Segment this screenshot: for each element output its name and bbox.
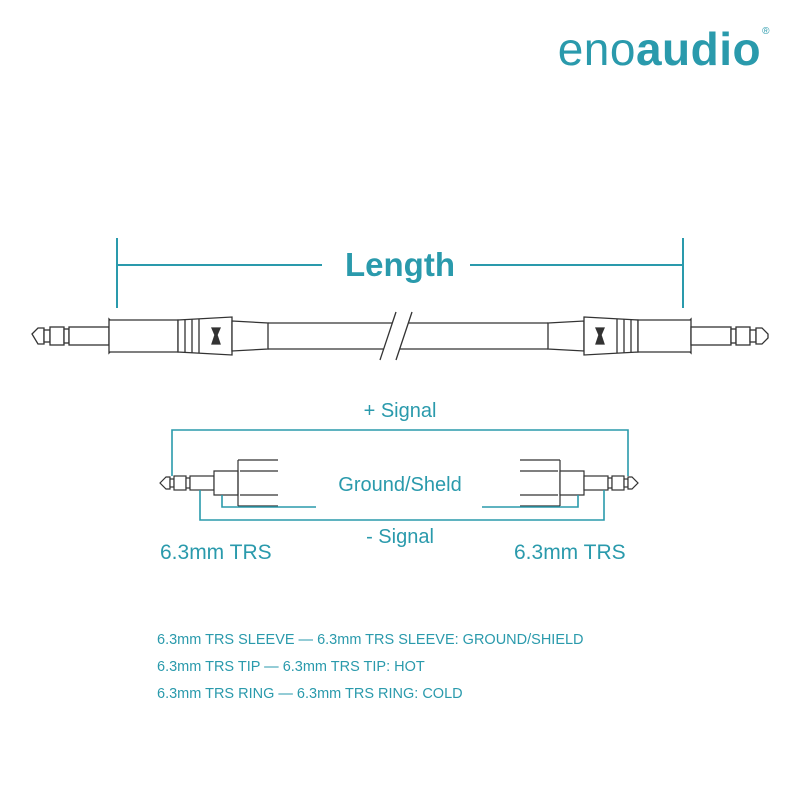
note-ring: 6.3mm TRS RING — 6.3mm TRS RING: COLD (157, 686, 463, 702)
right-plug-large (547, 316, 769, 356)
small-left-collar (213, 470, 239, 496)
small-right-sleeve (583, 475, 609, 491)
brand-logo: enoaudio® (558, 22, 770, 76)
right-plug-tip (755, 327, 769, 345)
right-plug-small (520, 459, 639, 507)
small-left-ring (173, 475, 187, 491)
right-plug-body (637, 317, 692, 355)
length-dimension (116, 238, 684, 308)
right-plug-strain-relief (547, 320, 585, 352)
full-cable (31, 311, 769, 361)
wiring-schematic (159, 429, 639, 521)
left-plug-small (159, 459, 278, 507)
right-plug-sleeve (690, 326, 732, 346)
brand-prefix: eno (557, 23, 636, 75)
signal-plus-label: + Signal (363, 400, 437, 422)
left-plug-ring-insulator (63, 328, 70, 344)
cable-body (268, 311, 548, 361)
wires (171, 429, 629, 521)
note-sleeve: 6.3mm TRS SLEEVE — 6.3mm TRS SLEEVE: GRO… (157, 632, 584, 648)
right-plug-ring-insulator (730, 328, 737, 344)
cable-left-segment (268, 322, 392, 350)
cable-right-segment (400, 322, 548, 350)
wiring-notes: 6.3mm TRS SLEEVE — 6.3mm TRS SLEEVE: GRO… (157, 627, 584, 708)
left-plug-large (31, 316, 269, 356)
small-right-ring (611, 475, 625, 491)
right-connector-label: 6.3mm TRS (514, 541, 626, 564)
wire-signal-minus (199, 490, 605, 521)
small-left-body (237, 459, 278, 507)
left-plug-sleeve (68, 326, 110, 346)
note-tip: 6.3mm TRS TIP — 6.3mm TRS TIP: HOT (157, 659, 425, 675)
left-plug-ring (49, 326, 65, 346)
wire-ground-right (482, 495, 579, 508)
small-left-ring-insulator (185, 477, 191, 489)
small-right-collar (559, 470, 585, 496)
left-plug-tip-insulator (43, 329, 51, 343)
cable-break-line-1 (379, 311, 397, 361)
right-grip-notch (595, 327, 605, 345)
left-plug-tip (31, 327, 45, 345)
small-left-tip (159, 476, 171, 490)
cable-break-line-2 (395, 311, 413, 361)
signal-minus-label: - Signal (366, 526, 434, 548)
registered-mark: ® (762, 26, 770, 37)
left-plug-body (108, 317, 179, 355)
small-right-tip (627, 476, 639, 490)
brand-name: audio (635, 23, 762, 75)
left-grip-notch (211, 327, 221, 345)
right-plug-grip (583, 316, 639, 356)
wire-signal-plus (171, 429, 629, 476)
small-left-sleeve (189, 475, 215, 491)
wire-ground-left (221, 495, 316, 508)
right-plug-ring (735, 326, 751, 346)
left-plug-strain-relief (231, 320, 269, 352)
small-left-tip-insulator (169, 478, 175, 488)
small-right-body (520, 459, 561, 507)
ground-label: Ground/Sheld (338, 474, 462, 496)
left-connector-label: 6.3mm TRS (160, 541, 272, 564)
length-label: Length (345, 246, 455, 283)
left-plug-grip (177, 316, 233, 356)
right-plug-tip-insulator (749, 329, 757, 343)
